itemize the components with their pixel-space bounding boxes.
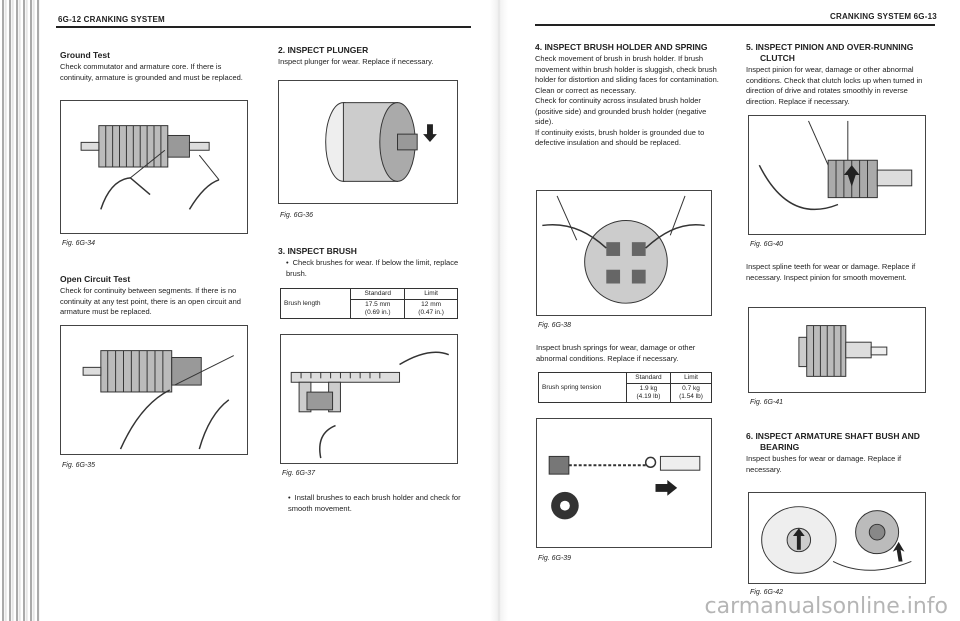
brush-holder-body: Check movement of brush in brush holder.… bbox=[535, 54, 719, 147]
ground-test-body: Check commutator and armature core. If t… bbox=[60, 62, 243, 82]
binding-edge-left bbox=[0, 0, 40, 621]
fig-caption-6g-36: Fig. 6G-36 bbox=[280, 212, 314, 219]
fig-caption-6g-35: Fig. 6G-35 bbox=[62, 462, 96, 469]
brush-length-standard: 17.5 mm(0.69 in.) bbox=[350, 299, 406, 319]
brush-spring-table: Brush spring tension Standard Limit 1.9 … bbox=[538, 372, 712, 403]
install-brushes-bullet: Install brushes to each brush holder and… bbox=[280, 493, 470, 514]
header-rule-right bbox=[535, 24, 935, 26]
site-watermark: carmanualsonline.info bbox=[704, 594, 948, 619]
brush-holder-section: 4. INSPECT BRUSH HOLDER AND SPRING Check… bbox=[535, 42, 723, 149]
fig-caption-6g-39: Fig. 6G-39 bbox=[538, 555, 572, 562]
brush-length-table: Brush length Standard Limit 17.5 mm(0.69… bbox=[279, 288, 458, 319]
ground-test-section: Ground Test Check commutator and armatur… bbox=[60, 50, 250, 83]
figure-6g-36 bbox=[278, 80, 458, 204]
figure-6g-42 bbox=[748, 492, 926, 584]
page-header-left: 6G-12 CRANKING SYSTEM bbox=[58, 15, 165, 24]
fig-caption-6g-40: Fig. 6G-40 bbox=[750, 241, 784, 248]
header-rule-left bbox=[56, 26, 471, 28]
inspect-brush-section: 3. INSPECT BRUSH Check brushes for wear.… bbox=[278, 246, 468, 279]
figure-6g-35 bbox=[60, 325, 248, 455]
inspect-plunger-section: 2. INSPECT PLUNGER Inspect plunger for w… bbox=[278, 45, 468, 68]
fig-caption-6g-37: Fig. 6G-37 bbox=[282, 470, 316, 477]
spring-tension-limit: 0.7 kg(1.54 lb) bbox=[670, 383, 712, 403]
figure-6g-37 bbox=[280, 334, 458, 464]
figure-6g-41 bbox=[748, 307, 926, 393]
brush-spring-body: Inspect brush springs for wear, damage o… bbox=[536, 343, 696, 363]
spline-teeth-text: Inspect spline teeth for wear or damage.… bbox=[746, 262, 936, 283]
figure-6g-38 bbox=[536, 190, 712, 316]
figure-6g-39 bbox=[536, 418, 712, 548]
brush-holder-title: 4. INSPECT BRUSH HOLDER AND SPRING bbox=[535, 42, 708, 52]
page-header-right: CRANKING SYSTEM 6G-13 bbox=[830, 12, 937, 21]
ground-test-title: Ground Test bbox=[60, 50, 110, 60]
standard-header: Standard bbox=[350, 288, 406, 300]
spline-teeth-body: Inspect spline teeth for wear or damage.… bbox=[746, 262, 916, 282]
brush-length-label: Brush length bbox=[279, 288, 352, 319]
spring-tension-label: Brush spring tension bbox=[538, 372, 627, 403]
fig-caption-6g-41: Fig. 6G-41 bbox=[750, 399, 784, 406]
limit-header: Limit bbox=[404, 288, 458, 300]
figure-6g-40 bbox=[748, 115, 926, 235]
inspect-plunger-title: 2. INSPECT PLUNGER bbox=[278, 45, 369, 55]
spring-tension-standard: 1.9 kg(4.19 lb) bbox=[625, 383, 672, 403]
limit-header: Limit bbox=[670, 372, 712, 384]
brush-spring-text: Inspect brush springs for wear, damage o… bbox=[536, 343, 724, 364]
brush-check-bullet: Check brushes for wear. If below the lim… bbox=[278, 258, 468, 279]
pinion-clutch-body: Inspect pinion for wear, damage or other… bbox=[746, 65, 923, 106]
inspect-plunger-body: Inspect plunger for wear. Replace if nec… bbox=[278, 57, 434, 66]
standard-header: Standard bbox=[625, 372, 672, 384]
armature-bush-body: Inspect bushes for wear or damage. Repla… bbox=[746, 454, 902, 474]
open-circuit-title: Open Circuit Test bbox=[60, 274, 131, 284]
inspect-brush-title: 3. INSPECT BRUSH bbox=[278, 246, 357, 256]
open-circuit-body: Check for continuity between segments. I… bbox=[60, 286, 241, 316]
open-circuit-section: Open Circuit Test Check for continuity b… bbox=[60, 274, 250, 318]
figure-6g-34 bbox=[60, 100, 248, 234]
fig-caption-6g-34: Fig. 6G-34 bbox=[62, 240, 96, 247]
binding-gutter bbox=[490, 0, 508, 621]
fig-caption-6g-42: Fig. 6G-42 bbox=[750, 589, 784, 596]
install-brushes-note: Install brushes to each brush holder and… bbox=[280, 493, 470, 514]
brush-length-limit: 12 mm(0.47 in.) bbox=[404, 299, 458, 319]
fig-caption-6g-38: Fig. 6G-38 bbox=[538, 322, 572, 329]
